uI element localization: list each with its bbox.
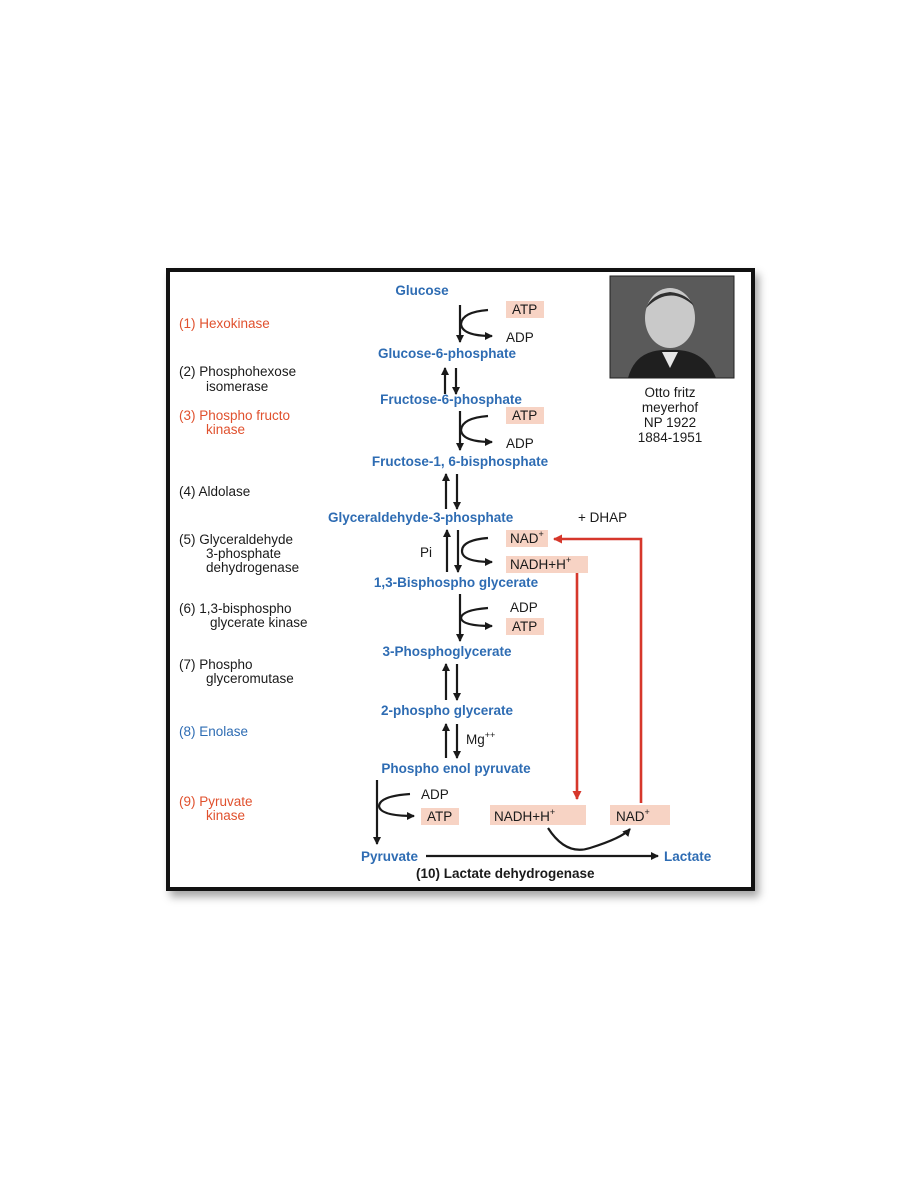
cofactor-nadh-step5: NADH+H+	[510, 555, 571, 572]
enzyme-enolase: (8) Enolase	[179, 724, 248, 739]
enzyme-hexokinase: (1) Hexokinase	[179, 316, 270, 331]
molecule-glucose-6-phosphate: Glucose-6-phosphate	[378, 346, 517, 361]
cofactor-atp-step1: ATP	[512, 302, 537, 317]
cofactor-pi: Pi	[420, 545, 432, 560]
cofactor-nad-step5: NAD+	[510, 529, 544, 546]
molecule-glucose: Glucose	[395, 283, 449, 298]
nadh-box-step5	[506, 556, 588, 573]
arrow-step6	[456, 594, 493, 642]
molecule-1-3-bisphosphoglycerate: 1,3-Bisphospho glycerate	[374, 575, 539, 590]
nad-box-ldh	[610, 805, 670, 825]
molecule-3-phosphoglycerate: 3-Phosphoglycerate	[382, 644, 512, 659]
enzyme-gapdh-line2: 3-phosphate	[206, 546, 281, 561]
enzyme-gapdh-line1: (5) Glyceraldehyde	[179, 532, 293, 547]
enzyme-phosphohexose-isomerase-line2: isomerase	[206, 379, 268, 394]
arrow-step9	[373, 780, 415, 845]
cofactor-mg: Mg++	[466, 730, 495, 747]
molecule-dhap: + DHAP	[578, 510, 627, 525]
arrow-step4	[442, 473, 461, 510]
arrow-step5	[443, 529, 493, 573]
portrait-caption-line4: 1884-1951	[638, 430, 703, 445]
enzyme-pyruvate-kinase-line1: (9) Pyruvate	[179, 794, 253, 809]
cofactor-adp-step1: ADP	[506, 330, 534, 345]
glycolysis-diagram: Otto fritz meyerhof NP 1922 1884-1951 Gl…	[179, 275, 735, 881]
atp-box-step6	[506, 618, 544, 635]
enzyme-gapdh-line3: dehydrogenase	[206, 560, 299, 575]
atp-box-step1	[506, 301, 544, 318]
cofactor-adp-step6: ADP	[510, 600, 538, 615]
enzyme-pgk-line2: glycerate kinase	[210, 615, 308, 630]
atp-box-step9	[421, 808, 459, 825]
arrow-step8	[442, 723, 461, 759]
enzyme-pgk-line1: (6) 1,3-bisphospho	[179, 601, 292, 616]
enzyme-lactate-dehydrogenase: (10) Lactate dehydrogenase	[416, 866, 595, 881]
arrow-step7	[442, 663, 461, 701]
arrow-step1	[456, 305, 493, 343]
cofactor-adp-step3: ADP	[506, 436, 534, 451]
cofactor-atp-step3: ATP	[512, 408, 537, 423]
cofactor-adp-step9: ADP	[421, 787, 449, 802]
molecule-lactate: Lactate	[664, 849, 712, 864]
cofactor-nadh-ldh: NADH+H+	[494, 807, 555, 824]
portrait-caption-line3: NP 1922	[644, 415, 696, 430]
enzyme-phosphoglyceromutase-line2: glyceromutase	[206, 671, 294, 686]
atp-box-step3	[506, 407, 544, 424]
nadh-box-ldh	[490, 805, 586, 825]
arrow-step2	[441, 367, 460, 395]
arrow-step3	[456, 411, 493, 451]
molecule-2-phosphoglycerate: 2-phospho glycerate	[381, 703, 514, 718]
enzyme-phosphofructokinase-line1: (3) Phospho fructo	[179, 408, 290, 423]
enzyme-aldolase: (4) Aldolase	[179, 484, 250, 499]
nad-regeneration-arrow	[553, 534, 643, 803]
nad-box-step5	[506, 530, 548, 547]
diagram-frame: Otto fritz meyerhof NP 1922 1884-1951 Gl…	[166, 268, 755, 891]
cofactor-atp-step9: ATP	[427, 809, 452, 824]
enzyme-pyruvate-kinase-line2: kinase	[206, 808, 245, 823]
portrait-photo	[609, 275, 735, 379]
molecule-phosphoenolpyruvate: Phospho enol pyruvate	[381, 761, 531, 776]
portrait-caption-line1: Otto fritz	[644, 385, 695, 400]
molecule-pyruvate: Pyruvate	[361, 849, 419, 864]
molecule-fructose-6-phosphate: Fructose-6-phosphate	[380, 392, 522, 407]
enzyme-phosphohexose-isomerase-line1: (2) Phosphohexose	[179, 364, 296, 379]
cofactor-atp-step6: ATP	[512, 619, 537, 634]
enzyme-phosphofructokinase-line2: kinase	[206, 422, 245, 437]
enzyme-phosphoglyceromutase-line1: (7) Phospho	[179, 657, 253, 672]
molecule-fructose-1-6-bisphosphate: Fructose-1, 6-bisphosphate	[372, 454, 549, 469]
molecule-glyceraldehyde-3-phosphate: Glyceraldehyde-3-phosphate	[328, 510, 514, 525]
arrow-step10	[426, 827, 659, 860]
cofactor-nad-ldh: NAD+	[616, 807, 650, 824]
portrait-caption-line2: meyerhof	[642, 400, 699, 415]
